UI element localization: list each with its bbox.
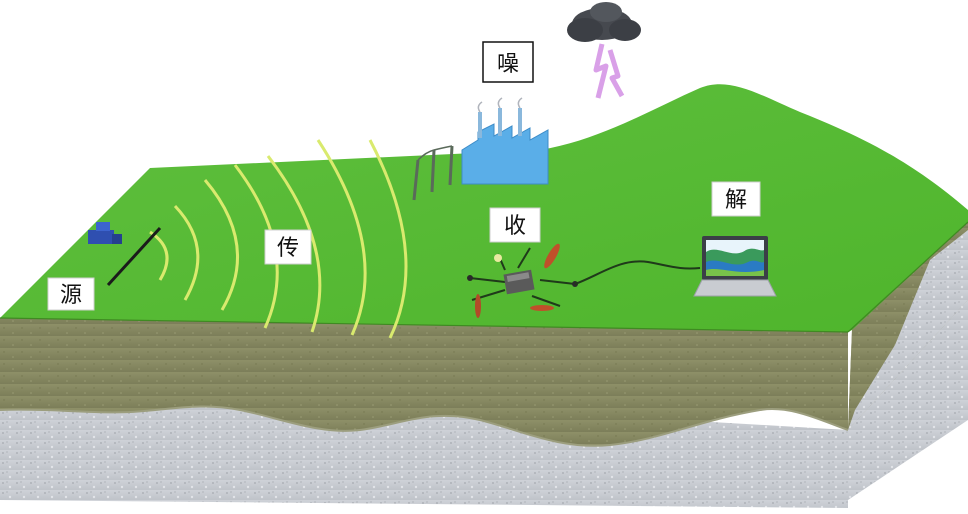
source-cable [106, 226, 162, 287]
factory-icon [461, 97, 549, 185]
label-interpret-text: 解 [725, 188, 747, 213]
label-interpret: 解 [711, 181, 761, 217]
label-receive: 收 [489, 207, 541, 243]
lightning-icon [593, 43, 625, 99]
storm-cloud-icon [567, 2, 641, 42]
label-source-text: 源 [60, 283, 82, 308]
soil-layer [0, 318, 849, 447]
data-cable [574, 260, 701, 285]
ground-surface [0, 84, 968, 333]
label-receive-text: 收 [504, 214, 526, 239]
truck-icon [88, 222, 122, 244]
label-source: 源 [47, 277, 95, 311]
laptop-icon [693, 236, 777, 297]
bedrock-layer [0, 380, 848, 508]
utility-poles [412, 145, 454, 201]
label-propagation: 传 [264, 229, 312, 265]
label-propagation-text: 传 [277, 236, 299, 261]
block-side-face [848, 210, 968, 500]
label-noise: 噪 [482, 41, 534, 83]
label-noise-text: 噪 [497, 52, 519, 77]
seismometer-icon [467, 243, 578, 318]
